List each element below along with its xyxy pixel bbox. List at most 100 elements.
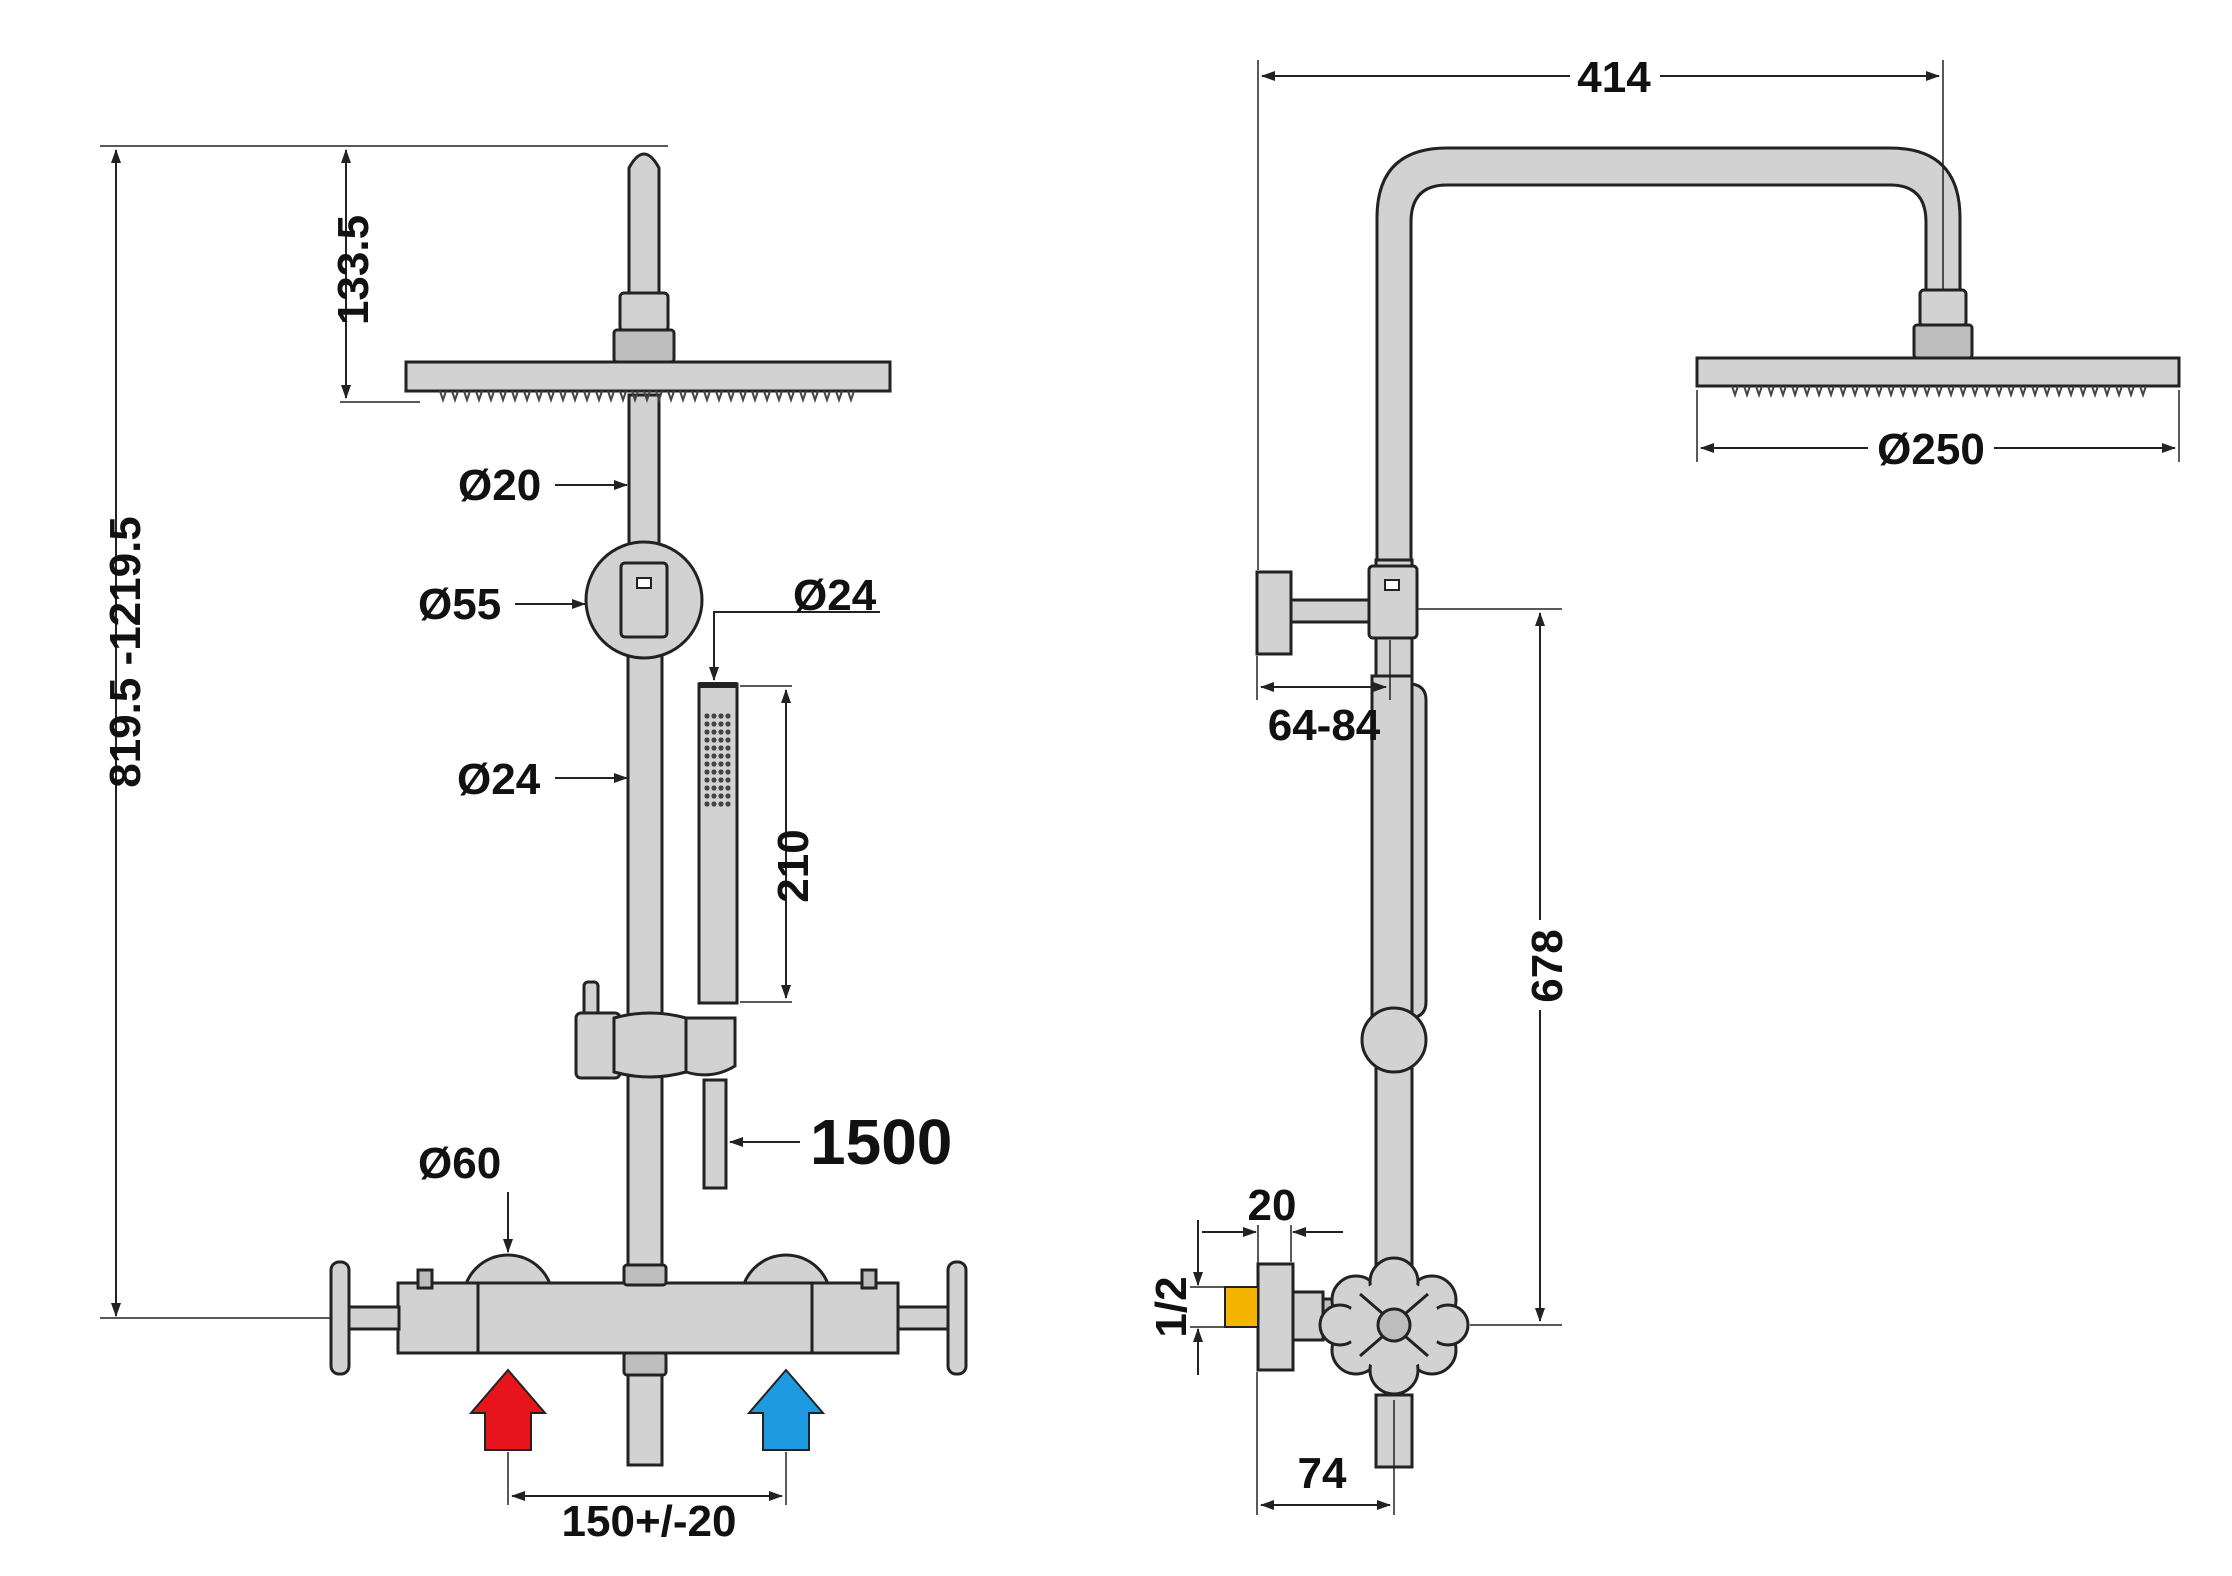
hand-nozzle xyxy=(704,769,710,775)
nozzle xyxy=(1779,385,1787,399)
hand-nozzle xyxy=(718,769,724,775)
hand-nozzle xyxy=(718,785,724,791)
dim-hand-shower-diameter: Ø24 xyxy=(793,571,877,620)
hand-nozzle xyxy=(718,801,724,807)
nozzle xyxy=(2007,385,2015,399)
nozzle xyxy=(2091,385,2099,399)
nozzle xyxy=(643,390,651,404)
nozzle xyxy=(1947,385,1955,399)
hand-nozzle xyxy=(711,777,717,783)
nozzle xyxy=(499,390,507,404)
hand-nozzle xyxy=(725,801,731,807)
nozzle xyxy=(691,390,699,404)
dim-head-diameter: Ø250 xyxy=(1877,425,1985,474)
nozzle xyxy=(1875,385,1883,399)
front-riser-pipe xyxy=(626,551,664,1275)
front-left-handle-stem xyxy=(347,1305,401,1331)
side-head-connector xyxy=(1918,288,1968,328)
nozzle xyxy=(763,390,771,404)
dim-rod-diameter: Ø20 xyxy=(458,461,541,510)
nozzle xyxy=(847,390,855,404)
nozzle xyxy=(1803,385,1811,399)
nozzle xyxy=(1899,385,1907,399)
nozzle xyxy=(2043,385,2051,399)
hand-nozzle xyxy=(711,745,717,751)
hand-nozzle xyxy=(725,761,731,767)
hand-nozzle xyxy=(725,777,731,783)
nozzle xyxy=(1743,385,1751,399)
hand-nozzle xyxy=(711,785,717,791)
front-body-left-cap xyxy=(396,1281,480,1355)
nozzle xyxy=(1851,385,1859,399)
hand-nozzle xyxy=(718,737,724,743)
hand-nozzle xyxy=(718,729,724,735)
nozzle xyxy=(787,390,795,404)
hand-nozzle xyxy=(725,753,731,759)
nozzle xyxy=(1755,385,1763,399)
hand-nozzle xyxy=(704,777,710,783)
nozzle xyxy=(811,390,819,404)
dim-hose-length: 1500 xyxy=(810,1106,952,1178)
hand-nozzle xyxy=(704,761,710,767)
hand-nozzle xyxy=(704,745,710,751)
front-head-nut xyxy=(612,328,676,364)
hand-nozzle xyxy=(711,793,717,799)
nozzle xyxy=(463,390,471,404)
front-slider-body xyxy=(612,1011,688,1079)
hand-nozzle xyxy=(704,713,710,719)
dim-connector-depth: 20 xyxy=(1248,1181,1297,1230)
nozzle xyxy=(2067,385,2075,399)
hand-nozzle xyxy=(725,737,731,743)
side-head-nut xyxy=(1912,323,1974,360)
dim-handle-diameter: Ø60 xyxy=(418,1139,501,1188)
hand-nozzle xyxy=(704,729,710,735)
nozzle xyxy=(1995,385,2003,399)
hand-nozzle xyxy=(711,753,717,759)
hand-nozzle xyxy=(718,745,724,751)
front-cold-eccentric xyxy=(860,1268,878,1290)
front-shower-head xyxy=(404,360,892,393)
nozzle xyxy=(1791,385,1799,399)
front-hand-shower-nozzles xyxy=(704,713,731,807)
nozzle xyxy=(475,390,483,404)
side-bracket-clamp xyxy=(1367,564,1419,640)
front-hand-shower-tip xyxy=(699,682,737,688)
front-right-handle-bar xyxy=(946,1260,968,1376)
side-shower-head xyxy=(1695,356,2181,388)
dim-arm-reach: 414 xyxy=(1577,53,1651,102)
side-head-nozzles xyxy=(1731,385,2147,399)
front-top-rod xyxy=(627,152,661,297)
nozzle xyxy=(1815,385,1823,399)
nozzle xyxy=(679,390,687,404)
nozzle xyxy=(1731,385,1739,399)
dim-inlet-spacing: 150+/-20 xyxy=(562,1497,737,1546)
side-wall-flange xyxy=(1256,1262,1295,1372)
front-slider-cradle xyxy=(684,1016,737,1077)
nozzle xyxy=(715,390,723,404)
side-slider-knob xyxy=(1360,1006,1428,1074)
nozzle xyxy=(2103,385,2111,399)
nozzle xyxy=(667,390,675,404)
hand-nozzle xyxy=(704,793,710,799)
front-holder-clamp xyxy=(619,561,669,639)
nozzle xyxy=(2139,385,2147,399)
front-holder-slot xyxy=(636,577,652,589)
nozzle xyxy=(595,390,603,404)
nozzle xyxy=(1923,385,1931,399)
nozzle xyxy=(1983,385,1991,399)
side-eccentric-connector xyxy=(1291,1290,1325,1342)
nozzle xyxy=(451,390,459,404)
side-view: 414 Ø250 64-84 678 20 1/2 74 xyxy=(1147,46,2181,1515)
hand-nozzle xyxy=(711,737,717,743)
hand-nozzle xyxy=(711,769,717,775)
hand-nozzle xyxy=(711,713,717,719)
nozzle xyxy=(631,390,639,404)
hand-nozzle xyxy=(704,753,710,759)
hand-nozzle xyxy=(711,761,717,767)
front-body-right-cap xyxy=(810,1281,900,1355)
hand-nozzle xyxy=(718,753,724,759)
nozzle xyxy=(835,390,843,404)
hand-nozzle xyxy=(725,769,731,775)
dim-bracket-offset: 64-84 xyxy=(1268,701,1381,750)
nozzle xyxy=(511,390,519,404)
